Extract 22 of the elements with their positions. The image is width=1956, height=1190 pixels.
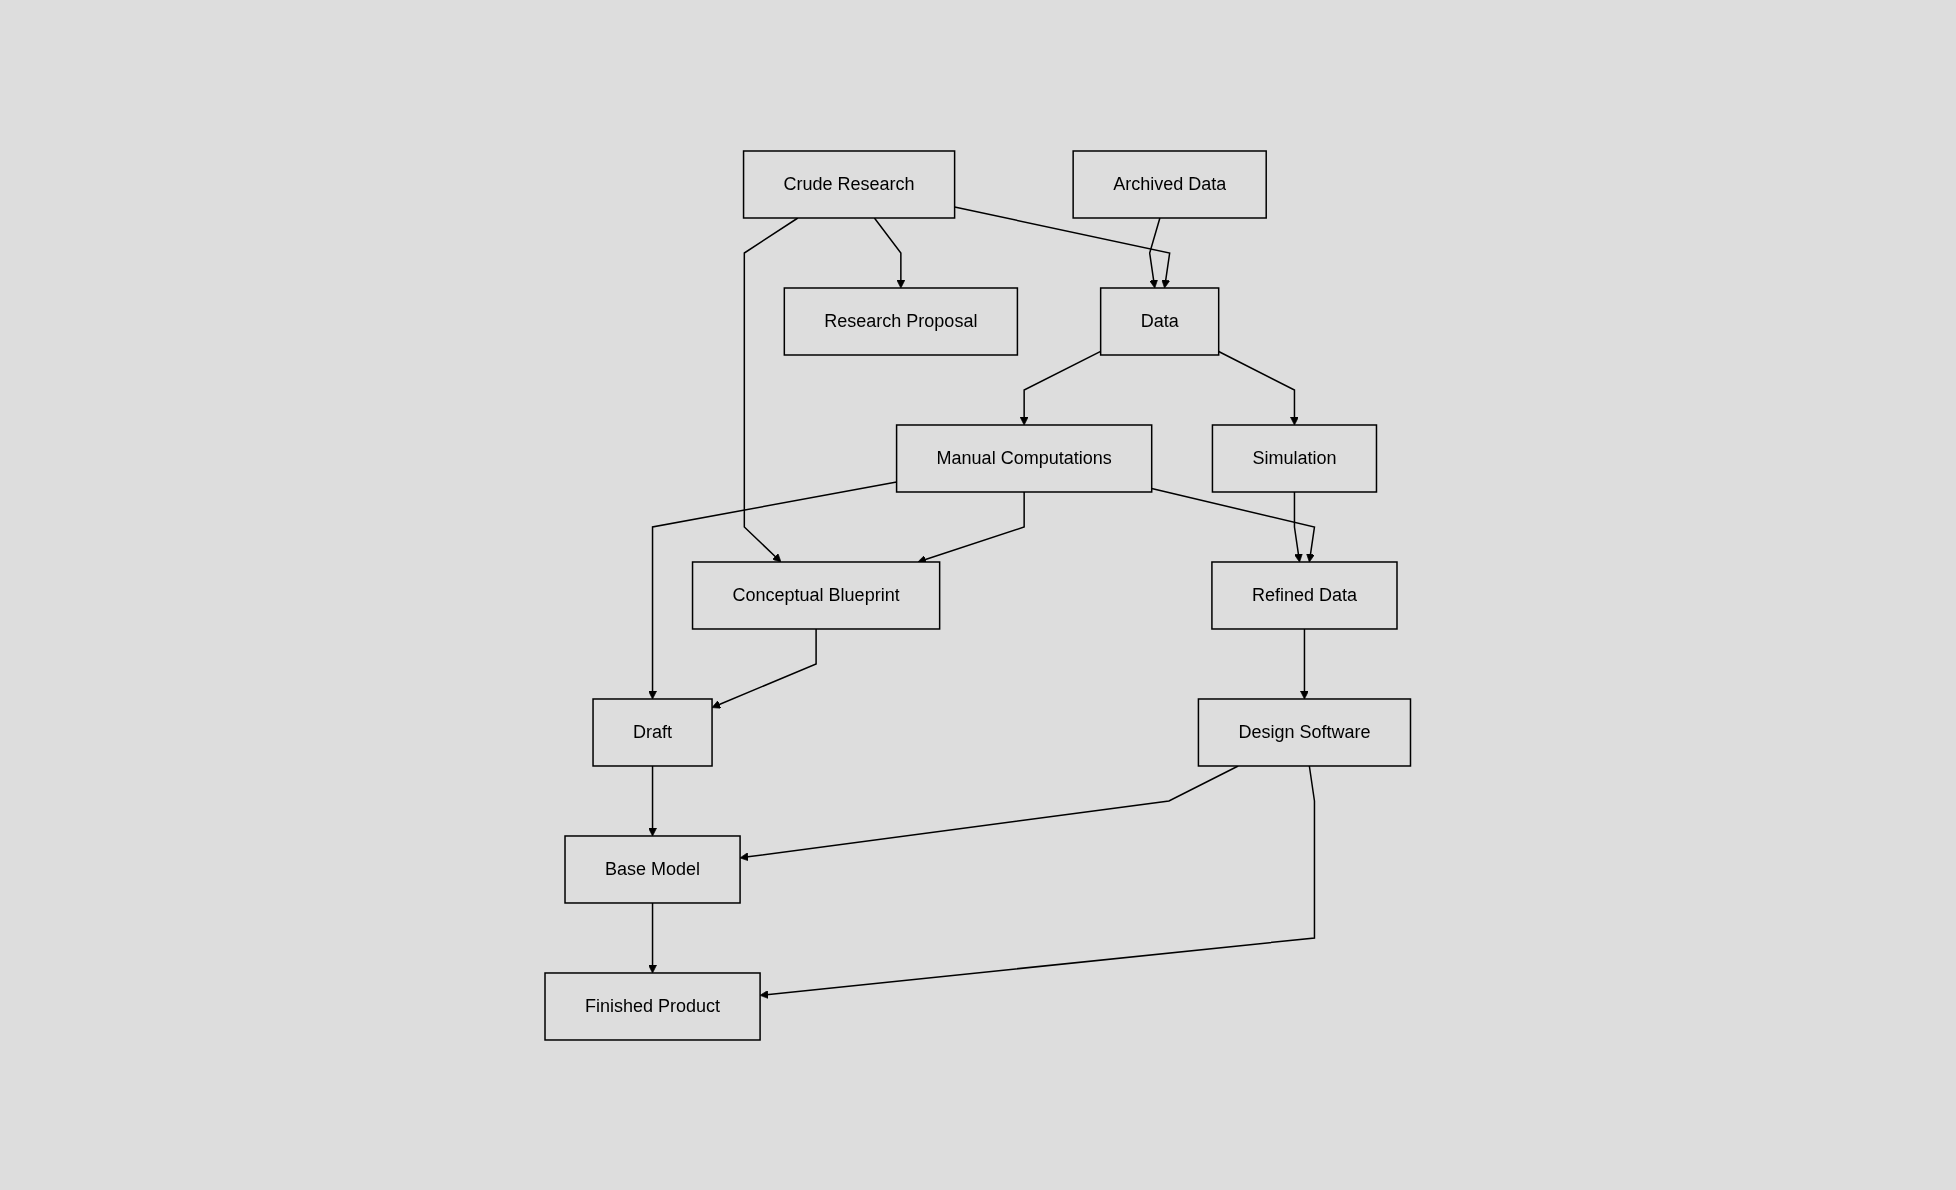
node-box: Manual Computations	[896, 423, 1153, 493]
node-box: Archived Data	[1072, 149, 1268, 219]
arrow	[954, 205, 1171, 288]
node-box: Draft	[592, 697, 714, 767]
arrow	[743, 216, 799, 562]
node-box: Simulation	[1211, 423, 1378, 493]
node-box: Refined Data	[1211, 560, 1398, 630]
arrow	[648, 901, 658, 973]
arrow	[873, 216, 906, 288]
node-box: Research Proposal	[783, 286, 1019, 356]
arrow	[648, 764, 658, 836]
node-box: Finished Product	[544, 971, 762, 1041]
arrow	[1149, 216, 1161, 288]
arrow	[1293, 490, 1303, 562]
arrow	[1300, 627, 1310, 699]
node-box: Base Model	[564, 834, 742, 904]
arrow	[1218, 350, 1300, 425]
node-box: Data	[1100, 286, 1220, 356]
node-box: Design Software	[1197, 697, 1412, 767]
node-box: Crude Research	[743, 149, 956, 219]
arrow	[1151, 487, 1316, 562]
node-box: Conceptual Blueprint	[692, 560, 941, 630]
